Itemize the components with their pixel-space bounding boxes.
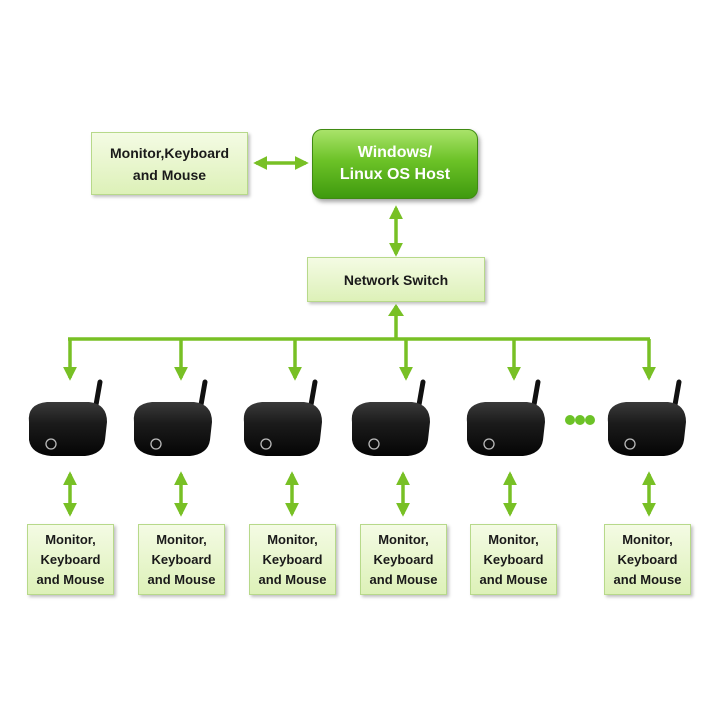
client-peripherals-label: Monitor, Keyboard and Mouse [36, 531, 105, 587]
host-peripherals-box: Monitor,Keyboard and Mouse [91, 132, 248, 195]
client-peripherals-label: Monitor, Keyboard and Mouse [369, 531, 438, 587]
client-peripherals-box: Monitor, Keyboard and Mouse [470, 524, 557, 595]
switch-bus-arrowhead [388, 304, 404, 316]
zero-client-device [607, 379, 686, 456]
network-switch-box: Network Switch [307, 257, 485, 302]
connectors [63, 156, 656, 517]
host-box: Windows/ Linux OS Host [312, 129, 478, 199]
zero-client-device [351, 379, 430, 456]
client-peripherals-label: Monitor, Keyboard and Mouse [258, 531, 327, 587]
client-peripherals-box: Monitor, Keyboard and Mouse [27, 524, 114, 595]
zero-client-device [133, 379, 212, 456]
client-peripherals-label: Monitor, Keyboard and Mouse [479, 531, 548, 587]
zero-client-device [243, 379, 322, 456]
client-peripherals-box: Monitor, Keyboard and Mouse [604, 524, 691, 595]
zero-client-device [28, 379, 107, 456]
client-peripherals-box: Monitor, Keyboard and Mouse [249, 524, 336, 595]
network-switch-label: Network Switch [343, 271, 449, 288]
client-peripherals-label: Monitor, Keyboard and Mouse [147, 531, 216, 587]
zero-client-device [466, 379, 545, 456]
host-label: Windows/ Linux OS Host [339, 144, 451, 183]
ellipsis-dots [565, 415, 595, 425]
client-peripherals-box: Monitor, Keyboard and Mouse [360, 524, 447, 595]
client-peripherals-label: Monitor, Keyboard and Mouse [613, 531, 682, 587]
client-peripherals-box: Monitor, Keyboard and Mouse [138, 524, 225, 595]
host-peripherals-label: Monitor,Keyboard and Mouse [109, 144, 229, 183]
